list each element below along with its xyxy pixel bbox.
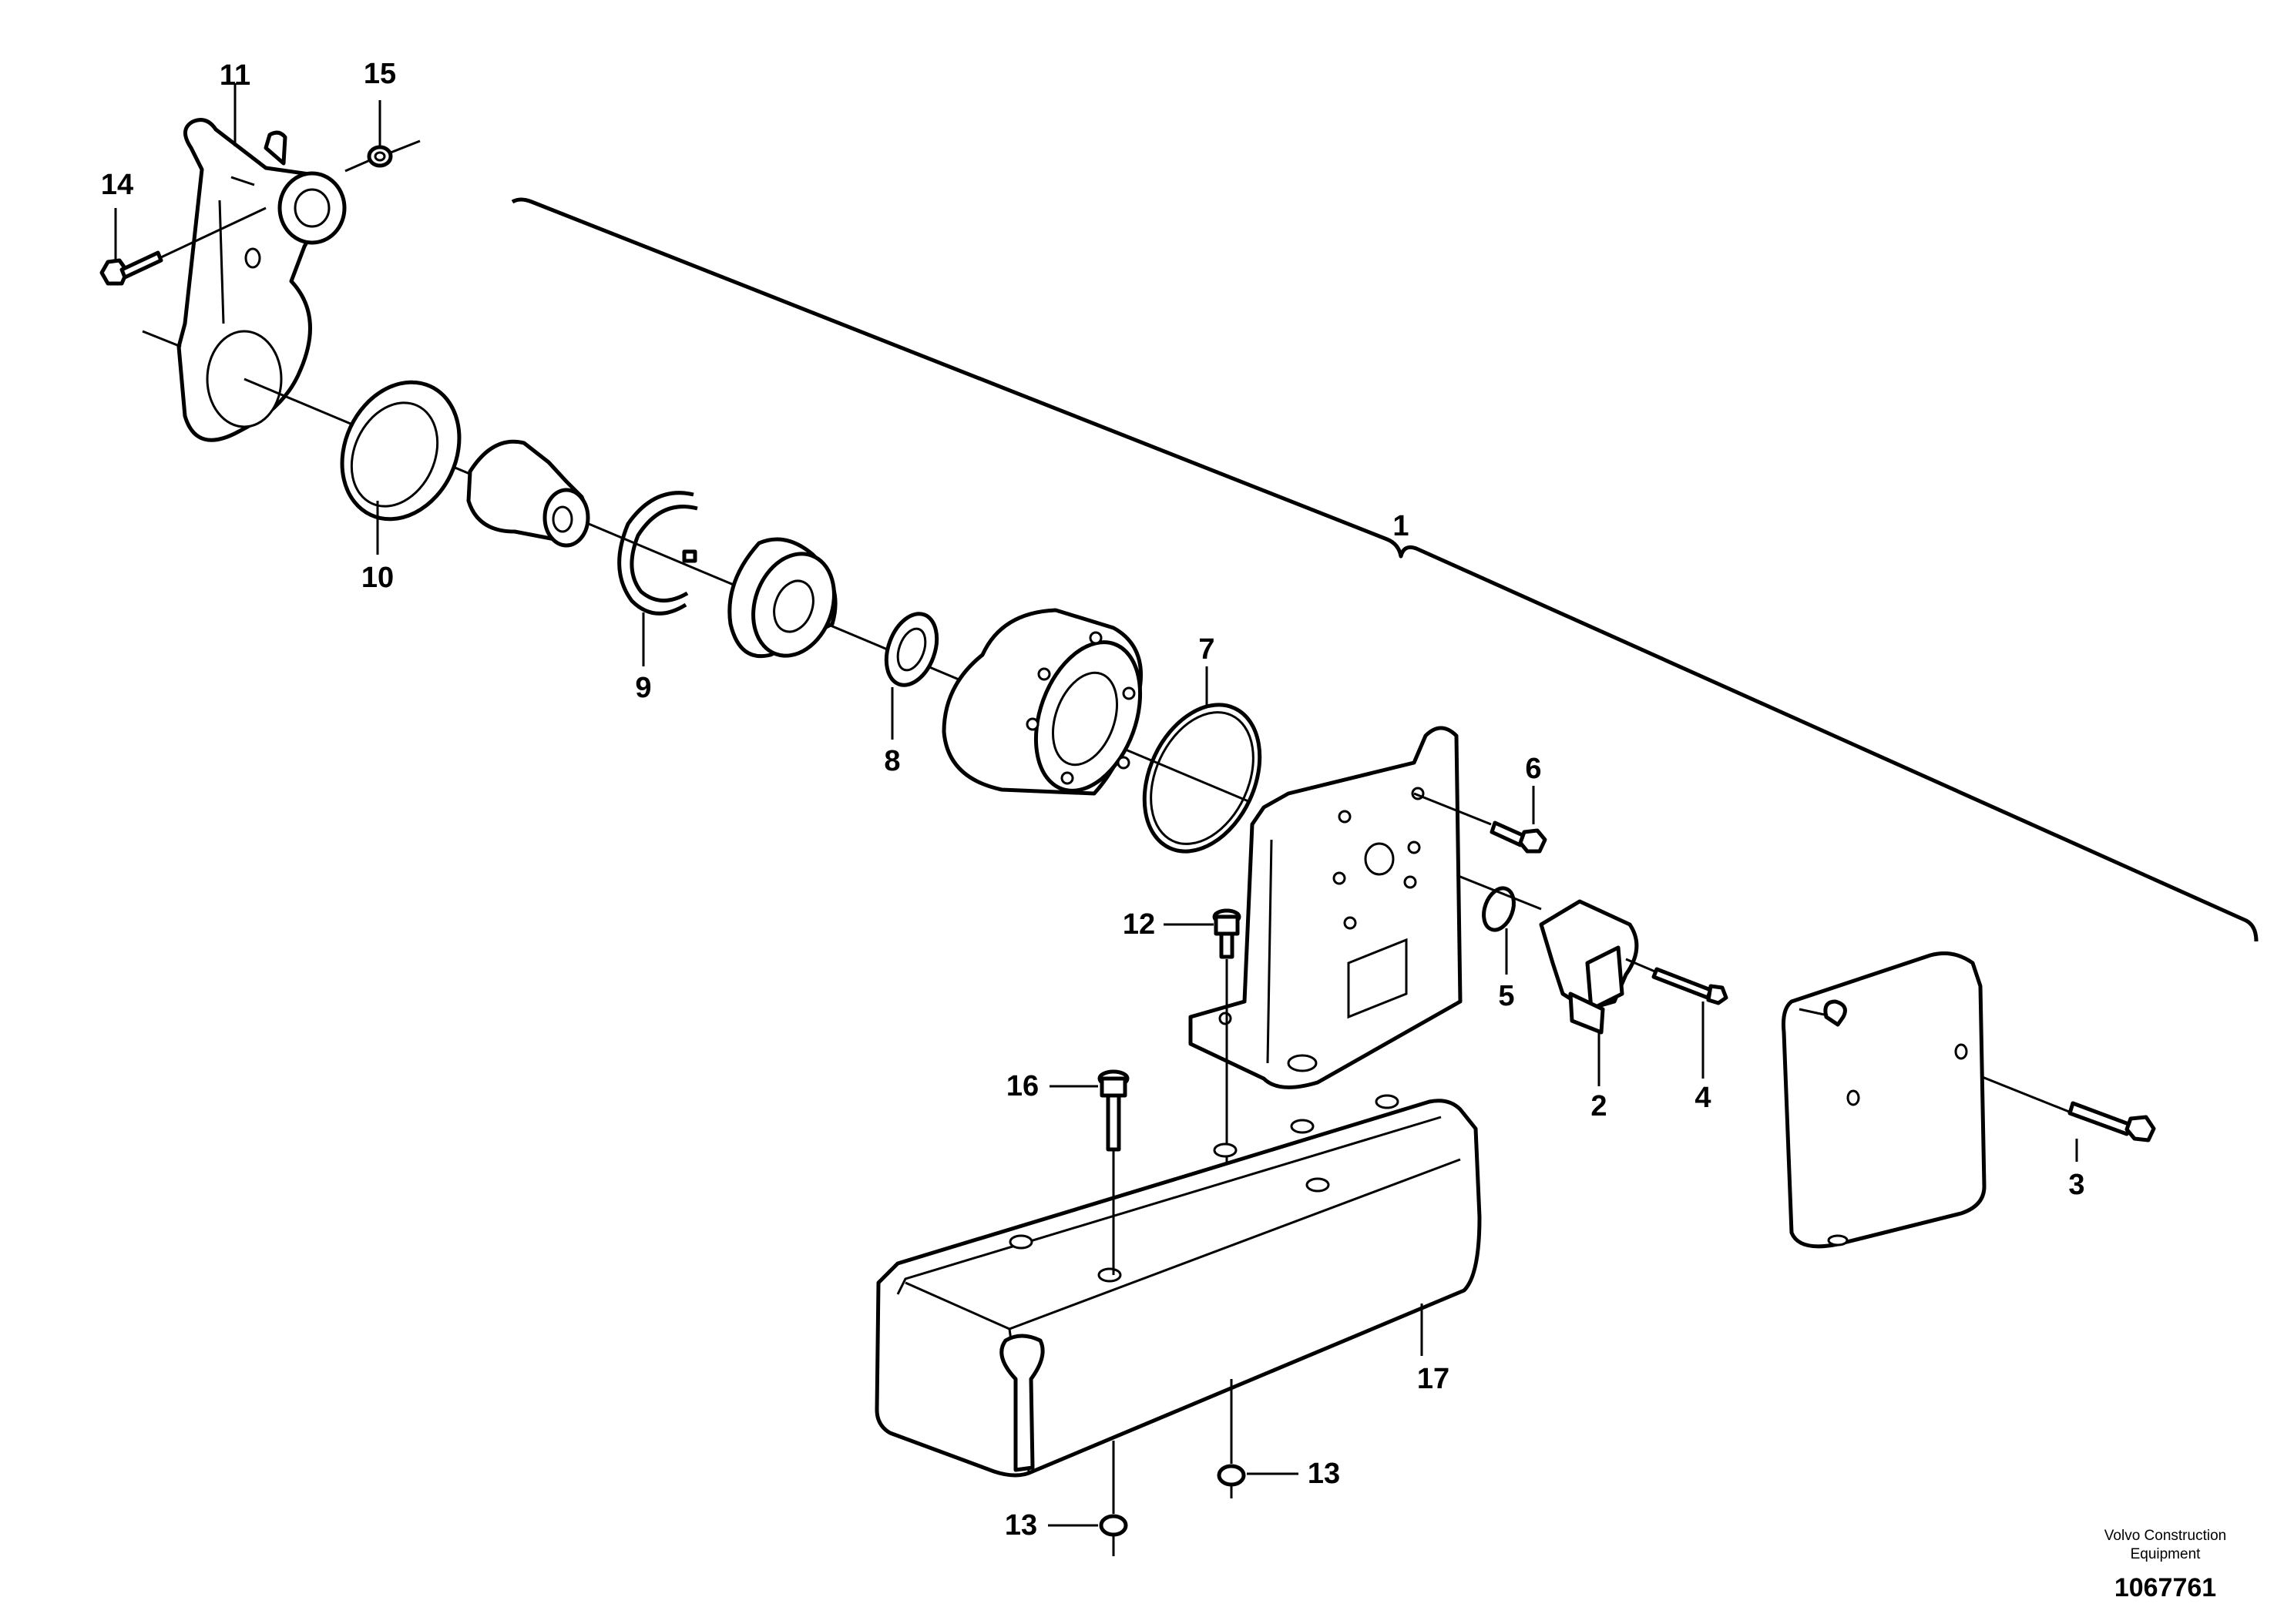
callout-6: 6 [1525, 753, 1541, 785]
callout-15: 15 [364, 58, 396, 90]
shaft [466, 439, 590, 548]
sensor-part-2 [1539, 899, 1639, 1086]
seal-ring-part-10 [340, 380, 462, 555]
callout-5: 5 [1498, 980, 1514, 1012]
bearing [727, 537, 838, 659]
counterweight-part-17 [875, 1094, 1482, 1478]
brand-line-1: Volvo Construction [2104, 1528, 2226, 1544]
assembly-brace-1 [511, 197, 2259, 942]
callout-14: 14 [101, 169, 133, 201]
cover-box [1782, 951, 1987, 1249]
screw-part-4 [1625, 958, 1728, 1079]
callout-7: 7 [1198, 633, 1214, 666]
callout-16: 16 [1006, 1070, 1039, 1102]
small-o-ring-part-5 [1482, 886, 1516, 975]
callout-12: 12 [1123, 908, 1155, 941]
o-ring-part-7 [1142, 666, 1262, 854]
callout-10: 10 [361, 562, 394, 594]
callout-2: 2 [1590, 1090, 1607, 1122]
callout-13-left: 13 [1005, 1509, 1037, 1542]
callout-8: 8 [884, 745, 900, 777]
mounting-bracket [1188, 726, 1463, 1089]
callout-13-right: 13 [1308, 1458, 1340, 1490]
nut-part-13-left [1048, 1441, 1128, 1556]
bolt-part-16 [1050, 1069, 1130, 1275]
callout-11: 11 [220, 59, 250, 92]
bolt-part-6 [1413, 786, 1547, 854]
housing [942, 608, 1143, 796]
bolt-part-3 [2067, 1101, 2156, 1162]
footer-credit: Volvo Construction Equipment 1067761 [2104, 1528, 2226, 1602]
bolt-part-14 [99, 206, 267, 286]
callout-4: 4 [1694, 1082, 1711, 1114]
document-number: 1067761 [2114, 1573, 2216, 1602]
callout-3: 3 [2068, 1169, 2084, 1201]
callout-labels: 1 2 3 4 5 6 7 8 9 10 11 12 13 13 14 15 1… [101, 58, 2085, 1542]
callout-1: 1 [1392, 510, 1409, 542]
lock-nut-part-8 [884, 612, 939, 740]
circlip-part-9 [617, 491, 698, 666]
callout-9: 9 [635, 672, 651, 704]
callout-17: 17 [1417, 1363, 1449, 1395]
washer-part-15 [344, 100, 421, 173]
brand-line-2: Equipment [2131, 1546, 2202, 1562]
lever-arm-part-11 [176, 118, 347, 442]
nut-part-13-right [1217, 1379, 1298, 1498]
